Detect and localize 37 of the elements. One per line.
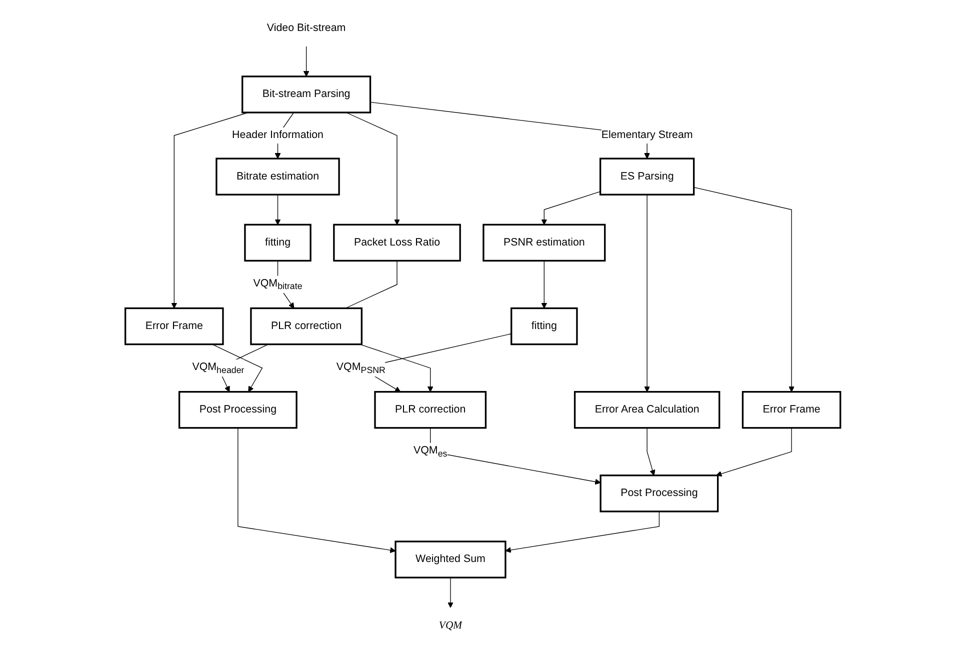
arrow <box>237 428 396 554</box>
arrow <box>540 191 600 225</box>
node-box: Error Area Calculation <box>574 391 720 429</box>
node-text: VQM <box>438 620 462 631</box>
node-box: Error Frame <box>124 307 224 346</box>
connector <box>344 260 397 309</box>
node-box: Weighted Sum <box>394 540 506 578</box>
edge-label: VQM$_{bitrate}$ <box>252 278 302 292</box>
node-text: Video Bit-stream <box>266 22 346 34</box>
node-box: Bit-stream Parsing <box>241 76 371 114</box>
node-box: Post Processing <box>599 474 718 512</box>
arrow <box>716 428 792 477</box>
edge-label: VQM$_{header}$ <box>192 361 244 375</box>
node-box: Error Frame <box>742 391 841 429</box>
arrow <box>693 186 794 392</box>
arrow <box>303 46 309 77</box>
node-box: PLR correction <box>250 307 362 346</box>
arrow <box>274 194 280 225</box>
edge-label: Header Information <box>232 130 324 141</box>
node-box: Packet Loss Ratio <box>332 224 461 262</box>
arrow <box>644 194 650 392</box>
node-box: Bitrate estimation <box>215 158 340 196</box>
arrow <box>540 260 547 309</box>
arrow <box>646 428 655 476</box>
arrow <box>504 511 660 553</box>
node-box: PSNR estimation <box>482 224 606 262</box>
node-box: Post Processing <box>178 391 298 429</box>
node-box: fitting <box>244 224 312 262</box>
edge-label: VQM$_{es}$ <box>413 444 447 458</box>
arrow <box>211 344 262 392</box>
node-box: ES Parsing <box>599 158 694 196</box>
arrow <box>447 577 454 608</box>
arrow <box>359 344 433 392</box>
node-box: PLR correction <box>374 391 486 429</box>
node-box: fitting <box>510 307 578 346</box>
edge-label: VQM$_{PSNR}$ <box>336 361 386 375</box>
edge-label: Elementary Stream <box>601 130 692 141</box>
